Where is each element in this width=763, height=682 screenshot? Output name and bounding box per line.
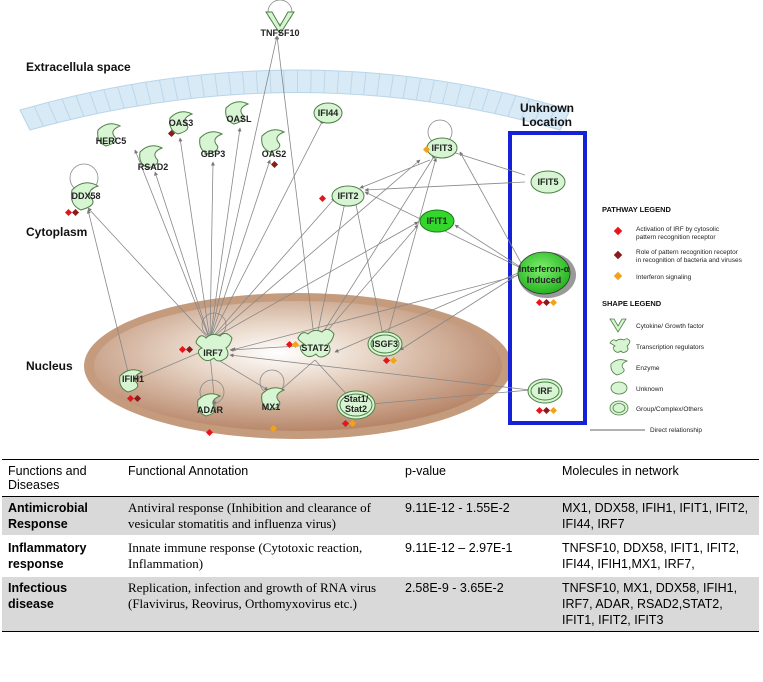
node-label: Stat2 [345, 404, 367, 414]
node-label: IFIT1 [426, 216, 447, 226]
unknown-shape-icon [610, 381, 628, 395]
node-stat1-stat2[interactable]: Stat1/ Stat2 [336, 390, 376, 420]
enzyme-icon [610, 359, 629, 376]
node-label: IFIH1 [122, 374, 144, 384]
function-cell: Antimicrobial Response [2, 496, 122, 536]
table-row: Antimicrobial Response Antiviral respons… [2, 496, 759, 536]
node-label: IFIT5 [537, 177, 558, 187]
node-ifi44[interactable]: IFI44 [313, 102, 343, 124]
node-label: Induced [527, 275, 562, 285]
legend-red-diamond-icon [613, 226, 623, 236]
pathway-markers [64, 129, 558, 437]
node-irf7[interactable]: IRF7 [195, 332, 233, 362]
node-label: IFIT3 [431, 143, 452, 153]
legend-text: Unknown [636, 386, 663, 393]
node-label: IFIT2 [337, 191, 358, 201]
node-label: TNFSF10 [260, 28, 299, 38]
node-interferon-alpha-induced[interactable]: Interferon-α Induced [517, 251, 576, 298]
node-ifit1[interactable]: IFIT1 [419, 209, 455, 233]
region-label-cytoplasm: Cytoplasm [26, 225, 87, 239]
table-row: Infectious disease Replication, infectio… [2, 575, 759, 632]
node-label: Stat1/ [344, 394, 369, 404]
annotation-cell: Replication, infection and growth of RNA… [122, 575, 399, 632]
header-functions: Functions and Diseases [2, 459, 122, 497]
node-herc5[interactable]: HERC5 [96, 123, 127, 147]
pvalue-cell: 9.11E-12 – 2.97E-1 [399, 535, 556, 576]
legend-text: Group/Complex/Others [636, 406, 704, 413]
node-stat2[interactable]: STAT2 [297, 328, 335, 358]
pathway-legend-title: PATHWAY LEGEND [602, 205, 671, 214]
nucleus-compartment [84, 293, 512, 439]
shape-legend-title: SHAPE LEGEND [602, 299, 662, 308]
header-molecules: Molecules in network [556, 459, 759, 497]
node-oas3[interactable]: OAS3 [169, 111, 194, 135]
region-label-nucleus: Nucleus [26, 359, 73, 373]
legend-text: Interferon signaling [636, 274, 692, 281]
legend-text: Enzyme [636, 365, 660, 372]
cytokine-icon [609, 318, 627, 333]
node-oasl[interactable]: OASL [225, 101, 252, 125]
node-tnfsf10[interactable]: TNFSF10 [260, 11, 300, 38]
network-diagram: TNFSF10 HERC5 OAS3 OASL OAS2 RSAD2 GBP3 … [19, 0, 743, 439]
legend-text: Cytokine/ Growth factor [636, 323, 705, 330]
molecules-cell: MX1, DDX58, IFIH1, IFIT1, IFIT2, IFI44, … [556, 496, 759, 536]
node-label: Interferon-α [519, 264, 570, 274]
node-ifit3[interactable]: IFIT3 [426, 137, 458, 159]
node-label: OASL [226, 114, 252, 124]
node-label: IFI44 [318, 108, 339, 118]
node-label: STAT2 [301, 343, 328, 353]
node-irf[interactable]: IRF [527, 378, 563, 404]
node-gbp3[interactable]: GBP3 [199, 131, 226, 159]
region-label-location: Location [522, 115, 572, 129]
legend-text: pattern recognition receptor [636, 234, 716, 241]
molecules-cell: TNFSF10, MX1, DDX58, IFIH1, IRF7, ADAR, … [556, 575, 759, 632]
node-oas2[interactable]: OAS2 [261, 129, 287, 159]
node-adar[interactable]: ADAR [197, 393, 223, 417]
node-label: IRF [538, 386, 553, 396]
node-label: GBP3 [201, 149, 226, 159]
legend-orange-diamond-icon [613, 271, 623, 281]
node-label: HERC5 [96, 136, 127, 146]
molecules-cell: TNFSF10, DDX58, IFIT1, IFIT2, IFI44, IFI… [556, 535, 759, 576]
node-ddx58[interactable]: DDX58 [70, 182, 101, 211]
node-mx1[interactable]: MX1 [261, 387, 286, 412]
header-annotation: Functional Annotation [122, 459, 399, 497]
node-ifit5[interactable]: IFIT5 [530, 170, 566, 194]
table-row: Inflammatory response Innate immune resp… [2, 535, 759, 576]
annotation-cell: Antiviral response (Inhibition and clear… [122, 496, 399, 536]
functional-annotation-table: Functions and Diseases Functional Annota… [2, 459, 759, 632]
region-label-extracellular: Extracellula space [26, 60, 131, 74]
pvalue-cell: 2.58E-9 - 3.65E-2 [399, 575, 556, 632]
pvalue-cell: 9.11E-12 - 1.55E-2 [399, 496, 556, 536]
group-complex-icon [609, 400, 629, 416]
node-rsad2[interactable]: RSAD2 [138, 145, 169, 172]
cell-membrane [19, 69, 571, 131]
legend-text: in recognition of bacteria and viruses [636, 257, 743, 264]
node-isgf3[interactable]: ISGF3 [367, 331, 403, 357]
node-ifit2[interactable]: IFIT2 [331, 185, 365, 207]
legend-text: Transcription regulators [636, 344, 705, 351]
node-label: IRF7 [203, 348, 223, 358]
function-cell: Infectious disease [2, 575, 122, 632]
node-label: OAS3 [169, 118, 194, 128]
table-header-row: Functions and Diseases Functional Annota… [2, 459, 759, 497]
node-ifih1[interactable]: IFIH1 [119, 369, 144, 393]
header-pvalue: p-value [399, 459, 556, 497]
node-label: ADAR [197, 405, 223, 415]
legend-text: Role of pattern recognition receptor [636, 249, 739, 256]
node-label: MX1 [262, 402, 281, 412]
annotation-cell: Innate immune response (Cytotoxic reacti… [122, 535, 399, 576]
transcription-regulator-icon [609, 338, 631, 353]
legend: PATHWAY LEGEND Activation of IRF by cyto… [602, 205, 743, 434]
node-label: OAS2 [262, 149, 287, 159]
direct-relationship-label: Direct relationship [650, 427, 702, 434]
edges [86, 35, 645, 431]
legend-darkred-diamond-icon [613, 250, 623, 260]
legend-text: Activation of IRF by cytosolic [636, 226, 720, 233]
function-cell: Inflammatory response [2, 535, 122, 576]
region-label-unknown: Unknown [520, 101, 574, 115]
node-label: DDX58 [71, 191, 100, 201]
node-label: RSAD2 [138, 162, 169, 172]
node-label: ISGF3 [372, 339, 398, 349]
